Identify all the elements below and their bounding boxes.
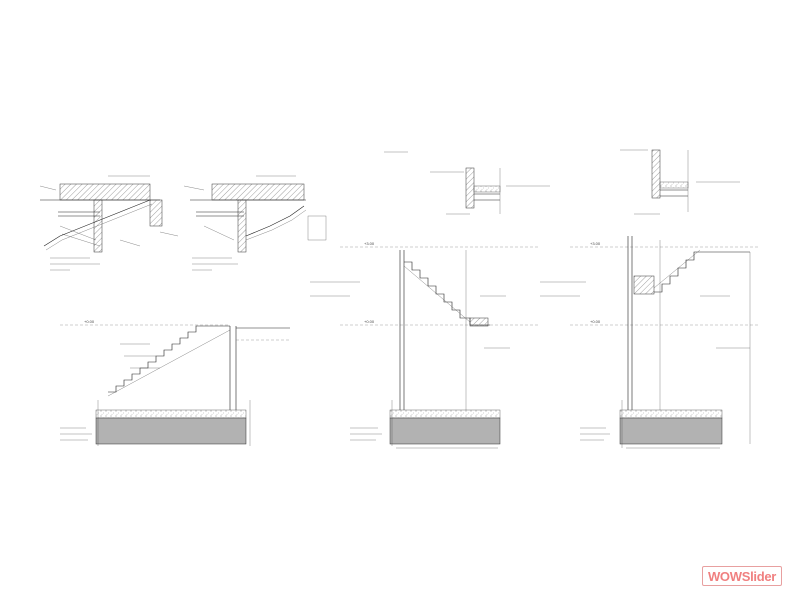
- wowslider-watermark[interactable]: WOWSlider: [702, 566, 782, 586]
- svg-text:+3.00: +3.00: [590, 241, 601, 246]
- section-3: +3.00 +0.00: [540, 149, 760, 449]
- svg-text:+3.00: +3.00: [364, 241, 375, 246]
- svg-text:+0.00: +0.00: [84, 319, 95, 324]
- detail-1: [39, 175, 179, 271]
- detail-2: [183, 175, 327, 271]
- svg-text:+0.00: +0.00: [364, 319, 375, 324]
- section-1: +0.00: [60, 319, 290, 446]
- ceiling-slab-hatch: [59, 183, 151, 201]
- svg-text:+0.00: +0.00: [590, 319, 601, 324]
- section-2: +3.00 +0.00: [310, 151, 550, 449]
